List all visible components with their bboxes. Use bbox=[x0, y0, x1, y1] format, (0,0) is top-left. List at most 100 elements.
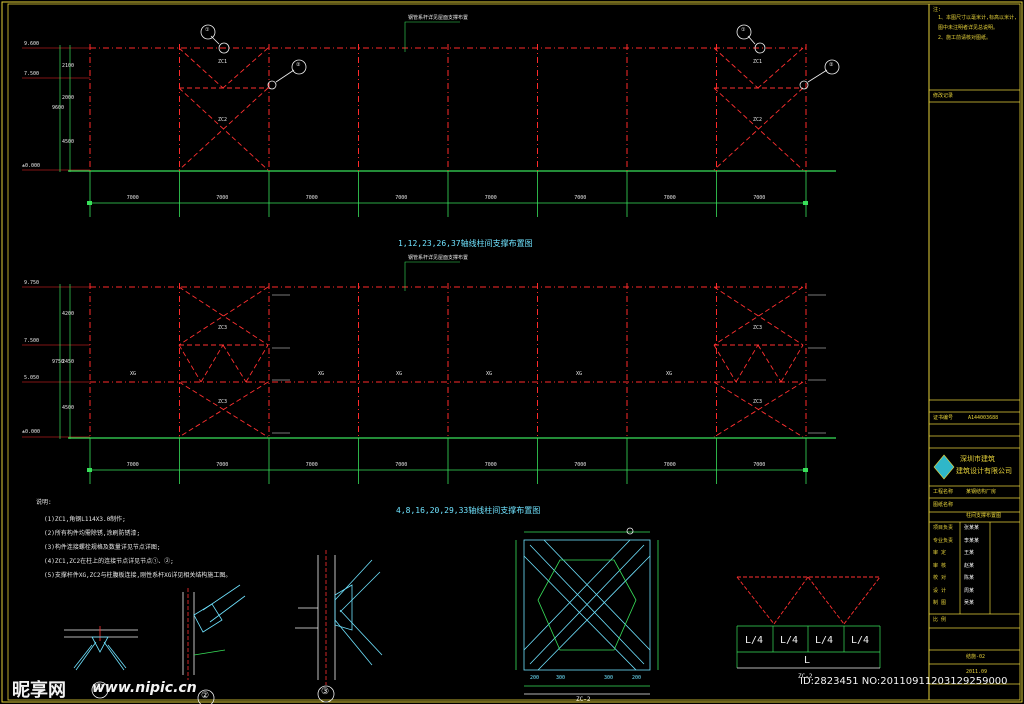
detail-4-dim-2: 300 bbox=[556, 675, 566, 681]
note-2: (2)所有构件均需除锈,涂刷防锈漆; bbox=[44, 530, 141, 537]
tb-row-value: 周某 bbox=[964, 587, 975, 594]
watermark-url: www.nipic.cn bbox=[92, 680, 197, 696]
top-vdim-1: 2100 bbox=[62, 63, 75, 69]
bot-span-label: 7000 bbox=[663, 462, 676, 468]
tb-row-value: 王某 bbox=[964, 550, 975, 556]
bot-level-2: 7.500 bbox=[24, 338, 40, 344]
top-bubble-4: ② bbox=[829, 62, 834, 68]
detail-3 bbox=[295, 550, 383, 703]
top-level-2: 7.500 bbox=[24, 71, 40, 77]
tb-row-key: 审 定 bbox=[933, 550, 947, 556]
bottom-elevation bbox=[22, 261, 836, 484]
tb-date: 2011.09 bbox=[966, 669, 988, 675]
bot-beam-tag-6: XG bbox=[666, 371, 673, 377]
bot-beam-tag-1: XG bbox=[130, 371, 137, 377]
top-callout-note: 钢管系杆详见屋面支撑布置 bbox=[408, 15, 469, 21]
bot-callout-note: 钢管系杆详见屋面支撑布置 bbox=[408, 255, 469, 261]
notes-heading: 说明: bbox=[36, 499, 52, 506]
top-vdim-total: 9600 bbox=[52, 105, 65, 111]
detail-5-total: L bbox=[804, 655, 811, 666]
tb-rev-label: 修改记录 bbox=[933, 93, 954, 99]
top-span-label: 7000 bbox=[305, 195, 318, 201]
bot-brace-tag-4: ZC3 bbox=[753, 399, 763, 405]
tb-row-value: 张某某 bbox=[964, 525, 980, 531]
watermark-brand: 昵享网 bbox=[12, 680, 66, 701]
detail-4 bbox=[515, 527, 659, 695]
top-brace-tag-3: ZC1 bbox=[753, 59, 763, 65]
detail-1 bbox=[64, 626, 138, 699]
bot-span-label: 7000 bbox=[753, 462, 766, 468]
detail-5-quarter-3: L/4 bbox=[815, 635, 834, 646]
inner-frame bbox=[7, 3, 1021, 701]
tb-row-value: 李某某 bbox=[964, 537, 980, 544]
top-level-3: ±0.000 bbox=[22, 163, 41, 169]
tb-company-2: 建筑设计有限公司 bbox=[956, 467, 1012, 475]
top-elevation bbox=[22, 21, 840, 217]
detail-4-title: ZC-2 bbox=[576, 696, 591, 703]
top-span-label: 7000 bbox=[574, 195, 587, 201]
bot-level-1: 9.750 bbox=[24, 280, 40, 286]
detail-5-quarter-4: L/4 bbox=[851, 635, 870, 646]
bot-brace-tag-1: ZC3 bbox=[218, 325, 228, 331]
top-level-1: 9.600 bbox=[24, 41, 40, 47]
top-elevation-title: 1,12,23,26,37轴线柱间支撑布置图 bbox=[398, 239, 533, 248]
bot-span-label: 7000 bbox=[126, 462, 139, 468]
tb-row-key: 制 图 bbox=[933, 600, 947, 606]
bot-span-label: 7000 bbox=[395, 462, 408, 468]
bot-span-label: 7000 bbox=[574, 462, 587, 468]
bot-span-label: 7000 bbox=[216, 462, 229, 468]
bot-vdim-total: 9750 bbox=[52, 359, 65, 365]
note-5: (5)支撑杆件XG,ZC2与柱腹板连接,刚性系杆XG详见相关结构施工图。 bbox=[44, 572, 232, 579]
bot-vdim-1: 4200 bbox=[62, 311, 75, 317]
top-brace-tag-4: ZC2 bbox=[753, 117, 763, 123]
tb-project-name: 某钢结构厂房 bbox=[966, 489, 997, 495]
bot-beam-tag-5: XG bbox=[576, 371, 583, 377]
tb-note-2: 图中未注明者详见总说明。 bbox=[938, 25, 999, 31]
detail-3-label: ③ bbox=[321, 687, 330, 697]
detail-2 bbox=[182, 584, 246, 704]
tb-notes-heading: 注: bbox=[933, 7, 942, 13]
tb-company-1: 深圳市建筑 bbox=[960, 455, 995, 463]
top-brace-tag-2: ZC2 bbox=[218, 117, 228, 123]
bot-brace-tag-3: ZC3 bbox=[753, 325, 763, 331]
bot-level-4: ±0.000 bbox=[22, 429, 41, 435]
tb-row-key: 专业负责 bbox=[933, 537, 954, 544]
note-3: (3)构件连接螺栓规格及数量详见节点详图; bbox=[44, 544, 161, 551]
tb-row-key: 审 核 bbox=[933, 562, 947, 569]
top-bubble-2: ② bbox=[296, 62, 301, 68]
top-bubble-1: ① bbox=[205, 27, 210, 33]
bot-span-label: 7000 bbox=[484, 462, 497, 468]
detail-5-dims bbox=[736, 625, 881, 669]
tb-drawing-name: 柱间支撑布置图 bbox=[966, 513, 1002, 519]
tb-row-value: 赵某 bbox=[964, 562, 975, 569]
top-span-label: 7000 bbox=[395, 195, 408, 201]
bottom-elevation-title: 4,8,16,20,29,33轴线柱间支撑布置图 bbox=[396, 506, 541, 515]
tb-project-label: 工程名称 bbox=[933, 489, 954, 495]
top-span-label: 7000 bbox=[216, 195, 229, 201]
bot-vdim-2: 2450 bbox=[62, 359, 75, 365]
bot-beam-tag-4: XG bbox=[486, 371, 493, 377]
tb-scale-label: 比 例 bbox=[933, 617, 947, 623]
top-span-label: 7000 bbox=[753, 195, 766, 201]
note-4: (4)ZC1,ZC2在柱上的连接节点详见节点①、②; bbox=[44, 558, 174, 565]
bot-span-label: 7000 bbox=[305, 462, 318, 468]
top-span-label: 7000 bbox=[663, 195, 676, 201]
bot-brace-tag-2: ZC3 bbox=[218, 399, 228, 405]
bot-beam-tag-3: XG bbox=[396, 371, 403, 377]
top-span-label: 7000 bbox=[126, 195, 139, 201]
tb-cert-label: 证书编号 bbox=[933, 415, 954, 421]
tb-row-value: 陈某 bbox=[964, 575, 975, 581]
tb-row-value: 吴某 bbox=[964, 600, 975, 606]
tb-note-3: 2、施工前请核对图纸。 bbox=[938, 35, 992, 41]
detail-4-dim-1: 200 bbox=[530, 675, 540, 681]
watermark-id: ID:2823451 NO:20110911203129259000 bbox=[800, 676, 1008, 687]
detail-4-dim-4: 200 bbox=[632, 675, 642, 681]
bot-level-3: 5.050 bbox=[24, 375, 40, 381]
note-1: (1)ZC1,角钢L114X3.0制作; bbox=[44, 516, 126, 523]
bot-vdim-3: 4500 bbox=[62, 405, 75, 411]
tb-sheet-no: 结施-02 bbox=[966, 654, 986, 660]
detail-5-quarter-1: L/4 bbox=[745, 635, 764, 646]
